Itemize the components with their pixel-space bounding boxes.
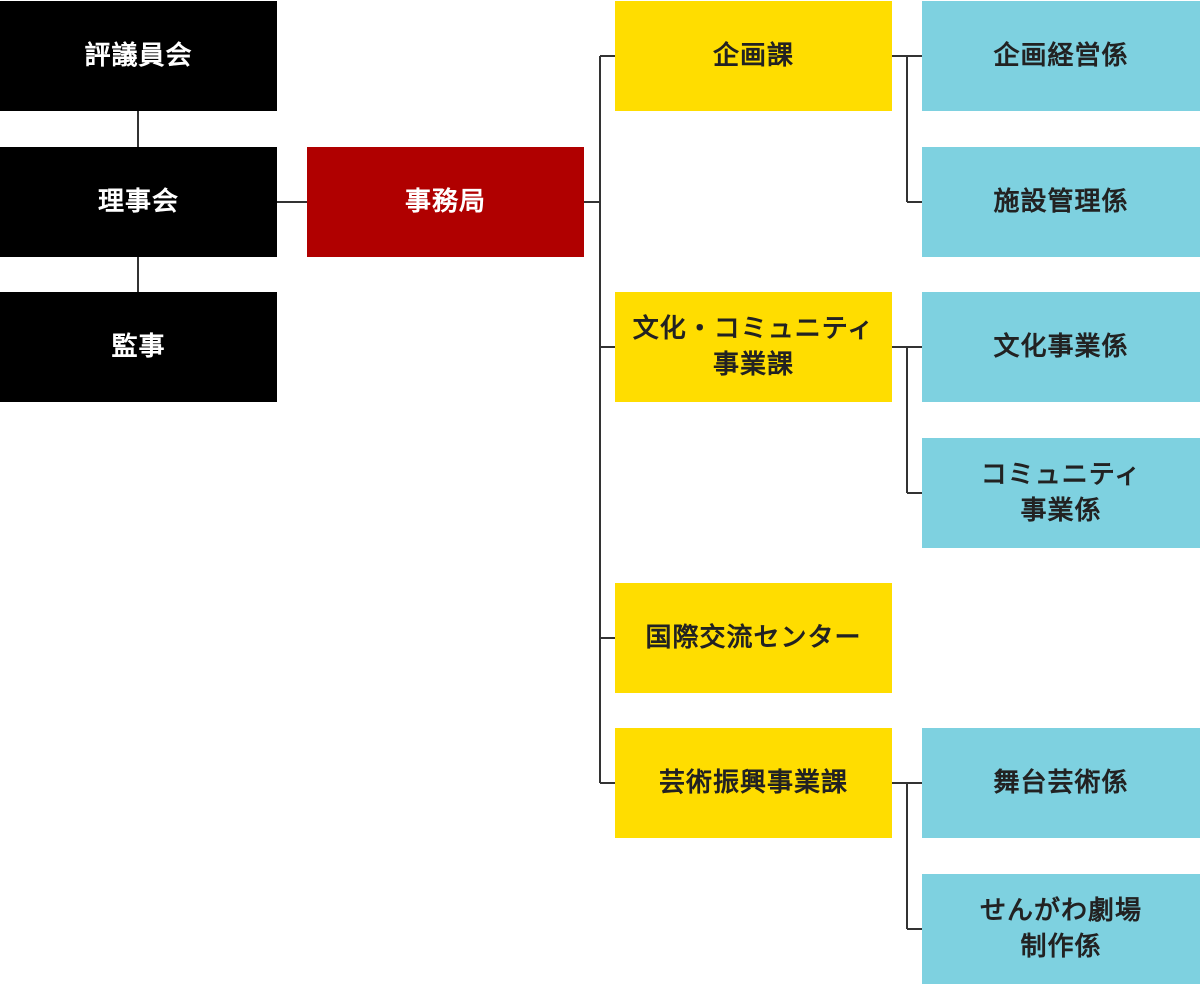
- facility-management-unit-box: 施設管理係: [922, 147, 1200, 257]
- directors-box: 理事会: [0, 147, 277, 257]
- secretariat-box: 事務局: [307, 147, 584, 257]
- international-center-box: 国際交流センター: [615, 583, 892, 693]
- council-box: 評議員会: [0, 1, 277, 111]
- stage-arts-unit-box: 舞台芸術係: [922, 728, 1200, 838]
- auditor-box: 監事: [0, 292, 277, 402]
- cultural-programs-unit-box: 文化事業係: [922, 292, 1200, 402]
- planning-management-unit-box: 企画経営係: [922, 1, 1200, 111]
- theater-production-unit-box: せんがわ劇場 制作係: [922, 874, 1200, 984]
- culture-community-section-box: 文化・コミュニティ 事業課: [615, 292, 892, 402]
- planning-section-box: 企画課: [615, 1, 892, 111]
- arts-section-box: 芸術振興事業課: [615, 728, 892, 838]
- community-programs-unit-box: コミュニティ 事業係: [922, 438, 1200, 548]
